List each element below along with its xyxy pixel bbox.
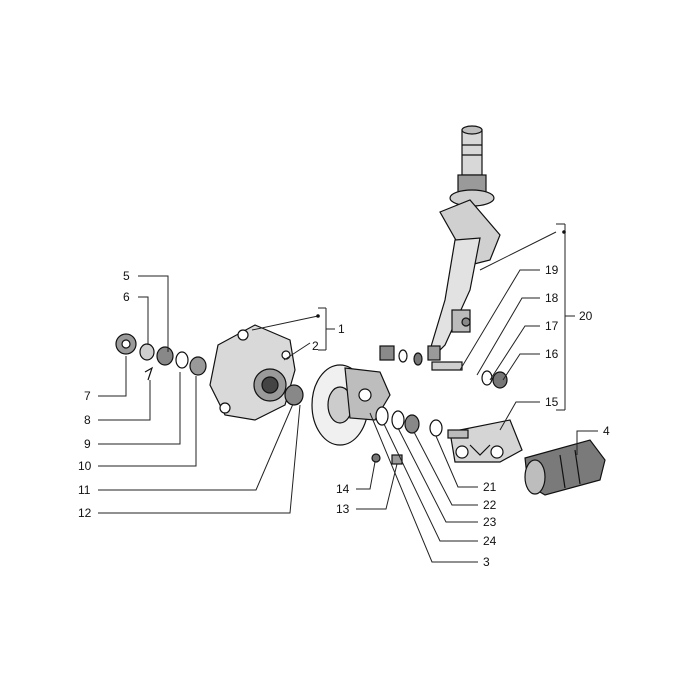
- callout-13: 13: [336, 502, 350, 516]
- callout-5: 5: [123, 269, 130, 283]
- callout-24: 24: [483, 534, 497, 548]
- brake-disc-assembly: [311, 364, 391, 446]
- callout-4: 4: [603, 424, 610, 438]
- callout-labels: 5 6 7 8 9 10 11 12 1 2 19 18 20 17 16 15…: [78, 263, 610, 569]
- callout-22: 22: [483, 498, 497, 512]
- callout-12: 12: [78, 506, 92, 520]
- callout-21: 21: [483, 480, 497, 494]
- protective-cover: [524, 439, 606, 496]
- callout-2: 2: [312, 339, 319, 353]
- bracket-dots: [316, 230, 566, 318]
- callout-11: 11: [78, 483, 91, 497]
- hub-left-hardware: [115, 333, 207, 381]
- callout-23: 23: [483, 515, 497, 529]
- callout-17: 17: [545, 319, 559, 333]
- callout-10: 10: [78, 459, 92, 473]
- callout-15: 15: [545, 395, 559, 409]
- swing-arm: [447, 419, 523, 463]
- callout-14: 14: [336, 482, 350, 496]
- leader-lines: [98, 223, 598, 563]
- callout-6: 6: [123, 290, 130, 304]
- callout-16: 16: [545, 347, 559, 361]
- steering-column: [427, 125, 501, 361]
- callout-7: 7: [84, 389, 91, 403]
- parts-drawing: [115, 125, 606, 496]
- callout-20: 20: [579, 309, 593, 323]
- callout-3: 3: [483, 555, 490, 569]
- callout-1: 1: [338, 322, 345, 336]
- callout-18: 18: [545, 291, 559, 305]
- axle-washers: [375, 406, 443, 437]
- brake-bolts: [371, 453, 403, 465]
- callout-8: 8: [84, 413, 91, 427]
- bearing-part: [284, 384, 304, 406]
- callout-19: 19: [545, 263, 559, 277]
- swing-arm-pin-set: [379, 345, 508, 389]
- callout-9: 9: [84, 437, 91, 451]
- wheel-hub: [209, 324, 296, 421]
